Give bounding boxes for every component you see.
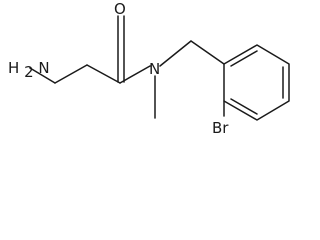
bond-n-ch2 xyxy=(159,40,192,67)
bond-lines xyxy=(29,15,290,121)
ring-double-3 xyxy=(230,98,258,115)
bond-c3-n xyxy=(119,65,151,84)
amine-nitrogen-label: H 2 N xyxy=(8,59,50,81)
bromine-label: Br xyxy=(212,119,229,137)
chemical-structure: H 2 N O N Br xyxy=(8,0,290,137)
atom-labels: H 2 N O N Br xyxy=(8,0,229,137)
ring-double-1 xyxy=(230,50,258,67)
bond-c2-c3 xyxy=(86,64,121,84)
benzene-ring xyxy=(223,44,290,121)
bond-ch2-ring xyxy=(190,40,225,65)
oxygen-label: O xyxy=(114,0,126,18)
bond-n-c1 xyxy=(29,67,56,84)
amide-nitrogen-label: N xyxy=(149,60,160,78)
bond-c1-c2 xyxy=(54,64,88,84)
